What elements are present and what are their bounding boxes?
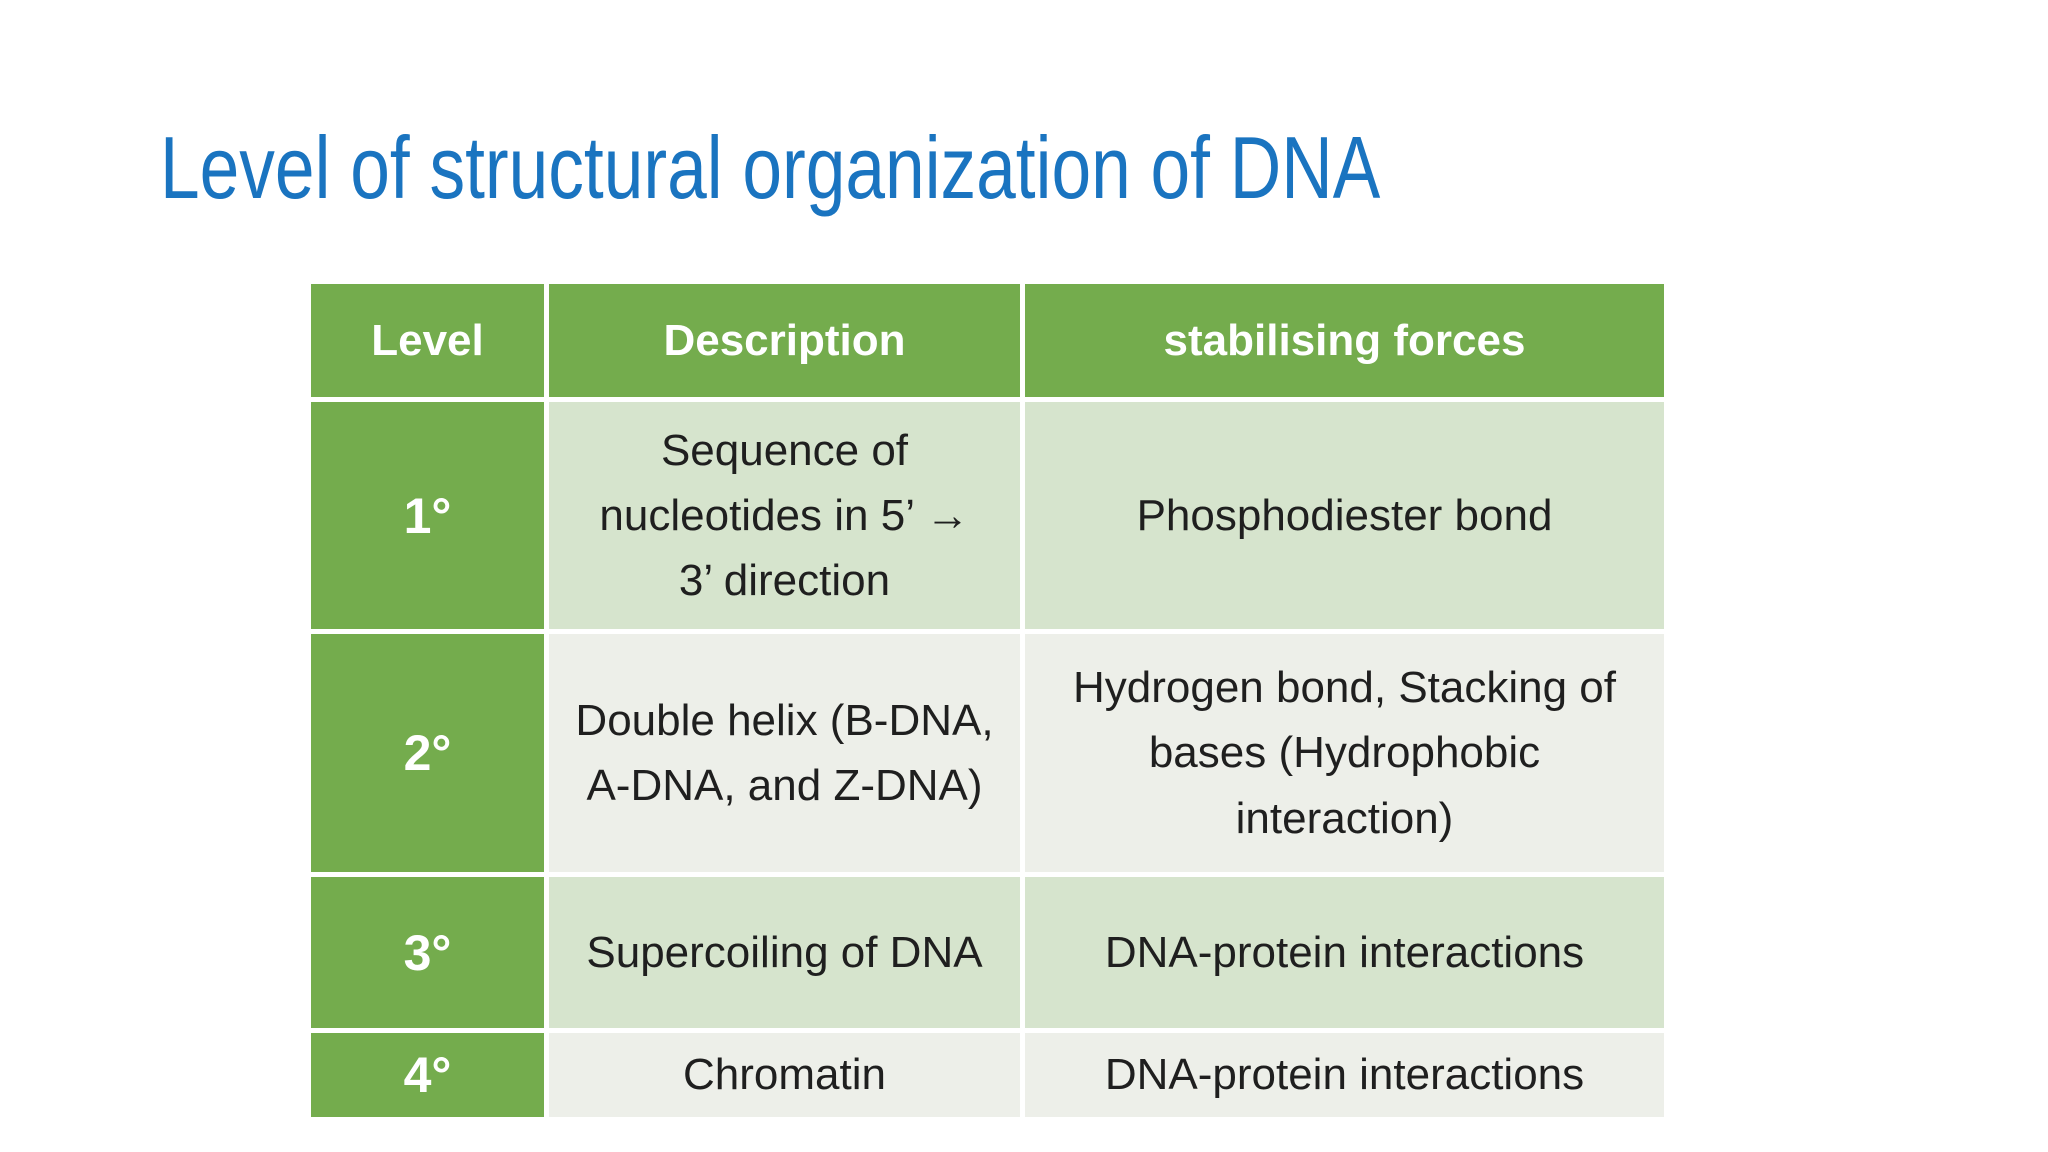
forces-cell: DNA-protein interactions: [1025, 877, 1664, 1028]
description-cell: Chromatin: [549, 1033, 1020, 1117]
description-cell: Sequence of nucleotides in 5’ → 3’ direc…: [549, 402, 1020, 629]
description-cell: Double helix (B-DNA, A-DNA, and Z-DNA): [549, 634, 1020, 872]
dna-organization-table: Level Description stabilising forces 1° …: [311, 284, 1664, 1117]
forces-cell: Phosphodiester bond: [1025, 402, 1664, 629]
column-header-stabilising-forces: stabilising forces: [1025, 284, 1664, 397]
column-header-description: Description: [549, 284, 1020, 397]
level-cell: 1°: [311, 402, 544, 629]
level-cell: 4°: [311, 1033, 544, 1117]
forces-cell: Hydrogen bond, Stacking of bases (Hydrop…: [1025, 634, 1664, 872]
level-cell: 3°: [311, 877, 544, 1028]
level-cell: 2°: [311, 634, 544, 872]
description-cell: Supercoiling of DNA: [549, 877, 1020, 1028]
column-header-level: Level: [311, 284, 544, 397]
page-title: Level of structural organization of DNA: [160, 118, 1381, 217]
forces-cell: DNA-protein interactions: [1025, 1033, 1664, 1117]
